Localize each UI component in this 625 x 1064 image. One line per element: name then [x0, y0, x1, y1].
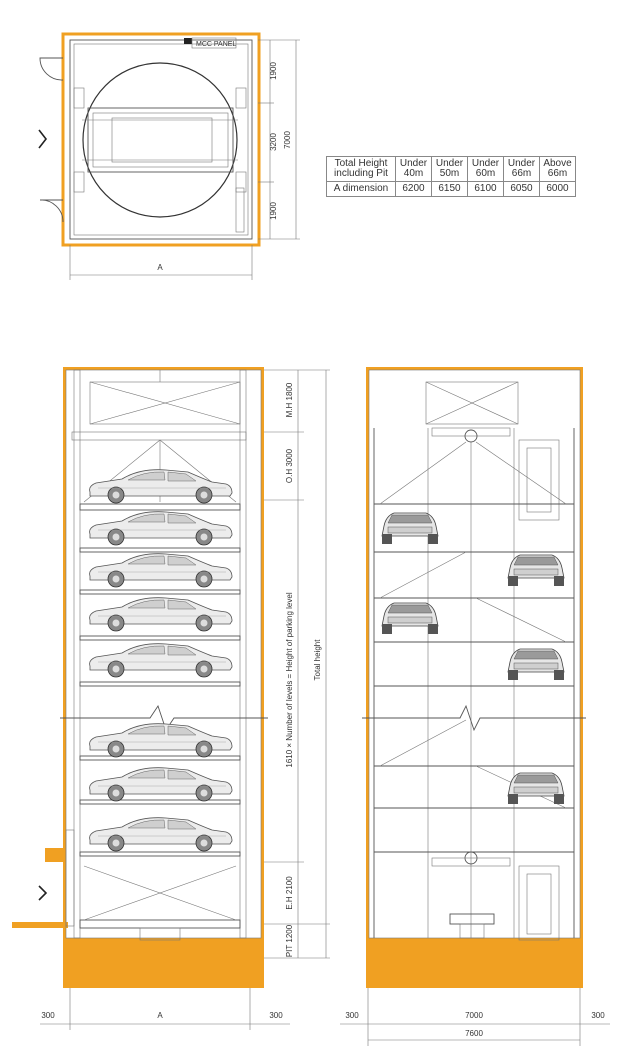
plan-outer-wall: [61, 32, 261, 247]
oh-label: O.H 3000: [285, 448, 294, 483]
right-pit-base: [366, 938, 583, 988]
table-row-label: A dimension: [326, 181, 396, 197]
eh-label: E.H 2100: [285, 876, 294, 910]
right-elevation: 300 7000 300 7600: [340, 367, 610, 1046]
left-entry-ramp: [12, 922, 68, 928]
left-elevation: M.H 1800 O.H 3000 1610 × Number of level…: [12, 367, 330, 1030]
plan-car-pallet: [87, 107, 234, 173]
right-bottom-dim-left: 300: [345, 1011, 359, 1020]
plan-entry-arrow-icon: [38, 129, 48, 149]
table-cell: 6000: [539, 181, 576, 197]
table-col-header: Under 66m: [503, 156, 540, 182]
turntable-circle: [82, 62, 238, 218]
plan-door-bottom: [39, 199, 64, 223]
plan-door-top: [39, 57, 64, 81]
table-cell: 6100: [467, 181, 504, 197]
levels-label: 1610 × Number of levels = Height of park…: [285, 592, 294, 767]
table-row: A dimension 6200 6150 6100 6050 6000: [326, 181, 576, 197]
plan-dim-total: 7000: [283, 131, 292, 149]
table-col-header: Above 66m: [539, 156, 576, 182]
plan-dim-3: 1900: [269, 202, 278, 220]
left-pit-base: [63, 938, 264, 988]
mcc-panel-marker: [184, 38, 192, 44]
plan-width-label: A: [157, 263, 163, 272]
table-cell: 6150: [431, 181, 468, 197]
left-bottom-dim-middle: A: [157, 1011, 163, 1020]
left-bottom-dim-right: 300: [269, 1011, 283, 1020]
right-bottom-dim-middle: 7000: [465, 1011, 483, 1020]
a-dimension-table: Total Height including Pit Under 40m Und…: [326, 156, 576, 197]
table-header-label: Total Height including Pit: [326, 156, 396, 182]
mh-label: M.H 1800: [285, 382, 294, 417]
plan-dim-2: 3200: [269, 133, 278, 151]
mcc-panel-label: MCC PANEL: [196, 41, 236, 48]
table-col-header: Under 40m: [395, 156, 432, 182]
pit-label: PIT 1200: [285, 924, 294, 957]
total-height-label: Total height: [313, 639, 322, 681]
table-header-row: Total Height including Pit Under 40m Und…: [326, 156, 576, 182]
table-cell: 6200: [395, 181, 432, 197]
left-entry-arrow-icon: [38, 885, 48, 901]
table-col-header: Under 50m: [431, 156, 468, 182]
right-bottom-dim-overall: 7600: [465, 1029, 483, 1038]
table-cell: 6050: [503, 181, 540, 197]
plan-dim-1: 1900: [269, 62, 278, 80]
left-break-line: [60, 704, 268, 732]
plan-view: MCC PANEL 1900 3200 1900 7000 A: [38, 32, 300, 280]
left-bottom-dim-left: 300: [41, 1011, 55, 1020]
table-col-header: Under 60m: [467, 156, 504, 182]
right-break-line: [362, 704, 586, 732]
right-bottom-dim-right: 300: [591, 1011, 605, 1020]
